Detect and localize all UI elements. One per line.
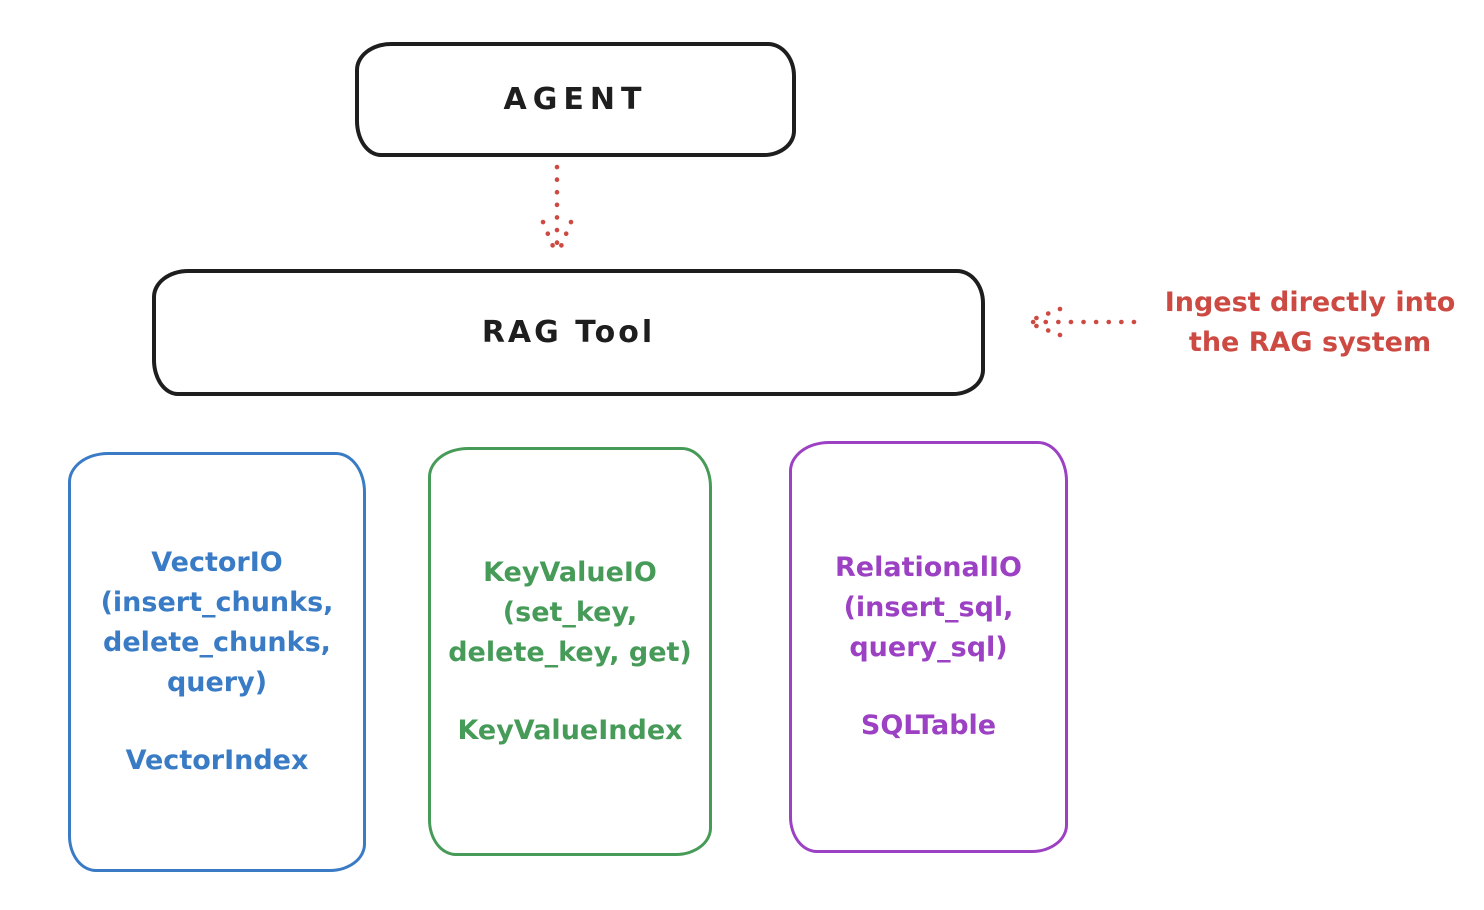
relational-io-line: query_sql) [849, 632, 1008, 663]
vector-io-line: (insert_chunks, [100, 587, 334, 618]
vector-io-line: delete_chunks, [103, 627, 331, 658]
sql-table-label: SQLTable [860, 710, 997, 741]
ingest-annotation: Ingest directly into the RAG system [1136, 283, 1484, 363]
relational-io-node: RelationalIO (insert_sql, query_sql) SQL… [789, 441, 1068, 853]
key-value-io-line: KeyValueIO [483, 556, 657, 588]
key-value-io-line: (set_key, [502, 596, 638, 628]
rag-tool-node: RAG Tool [152, 269, 985, 396]
ingest-annotation-line1: Ingest directly into [1164, 287, 1456, 318]
key-value-io-line: delete_key, get) [448, 636, 692, 668]
rag-tool-label: RAG Tool [481, 315, 656, 350]
agent-label: AGENT [503, 82, 648, 117]
vector-io-node: VectorIO (insert_chunks, delete_chunks, … [68, 452, 366, 872]
agent-to-ragtool-dotted-arrow-icon [540, 164, 574, 259]
relational-io-line: RelationalIO [835, 552, 1022, 583]
key-value-io-text: KeyValueIO (set_key, delete_key, get) Ke… [431, 553, 709, 751]
vector-index-label: VectorIndex [125, 745, 309, 776]
ingest-annotation-line2: the RAG system [1188, 327, 1432, 358]
spacer [792, 668, 1065, 706]
spacer [71, 703, 363, 741]
annotation-dotted-arrow-icon [1023, 306, 1137, 338]
vector-io-line: VectorIO [151, 547, 283, 578]
vector-io-line: query) [166, 667, 268, 698]
relational-io-line: (insert_sql, [843, 592, 1014, 623]
spacer [431, 673, 709, 711]
agent-node: AGENT [355, 42, 796, 157]
vector-io-text: VectorIO (insert_chunks, delete_chunks, … [71, 543, 363, 781]
key-value-io-node: KeyValueIO (set_key, delete_key, get) Ke… [428, 447, 712, 856]
relational-io-text: RelationalIO (insert_sql, query_sql) SQL… [792, 548, 1065, 746]
key-value-index-label: KeyValueIndex [457, 714, 683, 746]
